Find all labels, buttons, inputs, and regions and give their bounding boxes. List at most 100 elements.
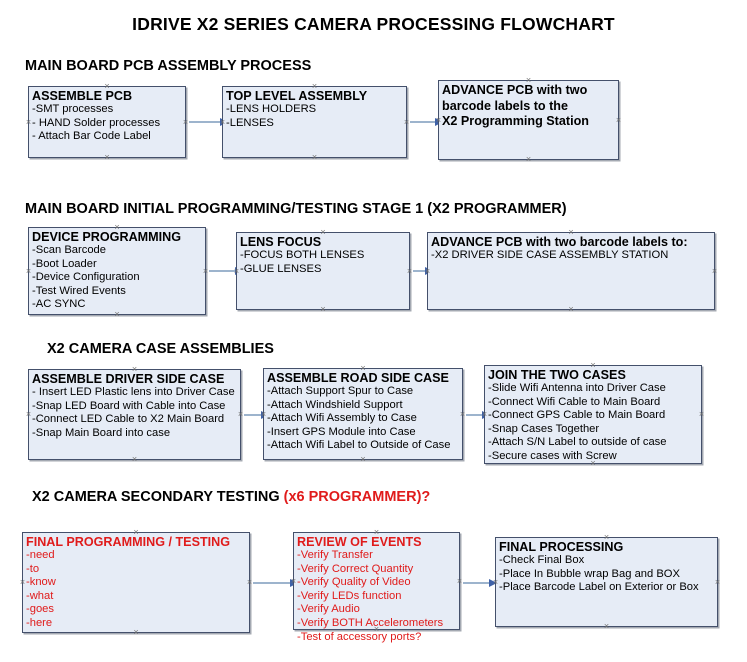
node-assemble-driver-side-case[interactable]: ASSEMBLE DRIVER SIDE CASE - Insert LED P… — [25, 365, 243, 464]
node-title-line-2: barcode labels to the — [442, 98, 568, 113]
node-line: -Boot Loader — [32, 257, 97, 270]
node-line: - Attach Bar Code Label — [32, 130, 151, 143]
section-header-4-text: X2 CAMERA SECONDARY TESTING — [32, 489, 284, 505]
node-line: -Connect LED Cable to X2 Main Board — [32, 413, 225, 426]
connector-arrow — [209, 266, 243, 275]
node-line: -Secure cases with Screw — [488, 449, 617, 462]
section-header-3-text: X2 CAMERA CASE ASSEMBLIES — [47, 341, 274, 357]
node-line: -Attach S/N Label to outside of case — [488, 436, 667, 449]
node-line: -SMT processes — [32, 103, 114, 115]
node-line: -Attach Support Spur to Case — [267, 385, 414, 397]
node-line: -AC SYNC — [32, 298, 86, 311]
node-line: -Verify BOTH Accelerometers — [297, 616, 444, 629]
connection-handle-bottom[interactable]: × — [603, 621, 610, 631]
node-line: -Scan Barcode — [32, 244, 107, 256]
node-line: -know — [26, 576, 56, 589]
node-title: JOIN THE TWO CASES — [488, 368, 626, 382]
node-line: -Device Configuration — [32, 271, 140, 284]
section-header-4-accent: (x6 PROGRAMMER)? — [283, 489, 431, 505]
connection-handle-bottom[interactable]: × — [360, 454, 366, 464]
connection-handle-left[interactable]: × — [25, 409, 32, 419]
connection-handle-right[interactable]: × — [711, 265, 718, 276]
section-header-2-text: MAIN BOARD INITIAL PROGRAMMING/TESTING S… — [25, 201, 567, 217]
node-title: ASSEMBLE ROAD SIDE CASE — [267, 371, 449, 385]
node-title: ADVANCE PCB with two barcode labels to: — [431, 235, 688, 249]
node-title: ASSEMBLE PCB — [32, 89, 133, 103]
node-top-level-assembly[interactable]: TOP LEVEL ASSEMBLY -LENS HOLDERS -LENSES… — [220, 82, 409, 162]
node-line: -Connect GPS Cable to Main Board — [488, 409, 666, 422]
node-line: -Attach Wifi Assembly to Case — [267, 412, 417, 425]
node-title: ADVANCE PCB with two — [442, 83, 588, 97]
node-assemble-pcb[interactable]: ASSEMBLE PCB -SMT processes - HAND Solde… — [25, 82, 188, 162]
node-title: TOP LEVEL ASSEMBLY — [226, 89, 368, 103]
node-join-the-two-cases[interactable]: JOIN THE TWO CASES -Slide Wifi Antenna i… — [482, 361, 704, 468]
node-line: -to — [26, 562, 40, 575]
connection-handle-left[interactable]: × — [25, 265, 32, 276]
node-line: -Check Final Box — [499, 554, 585, 566]
node-title: DEVICE PROGRAMMING — [32, 230, 182, 244]
node-advance-pcb-programming-station[interactable]: ADVANCE PCB with two barcode labels to t… — [436, 76, 621, 164]
connection-handle-bottom[interactable]: × — [131, 454, 138, 464]
node-line: - Insert LED Plastic lens into Driver Ca… — [32, 386, 235, 398]
node-line: -here — [26, 616, 53, 629]
connection-handle-bottom[interactable]: × — [311, 152, 318, 162]
node-line: -LENS HOLDERS — [226, 103, 317, 115]
node-line: -Verify LEDs function — [297, 589, 402, 602]
page-title: IDRIVE X2 SERIES CAMERA PROCESSING FLOWC… — [132, 14, 615, 34]
node-title: REVIEW OF EVENTS — [297, 535, 422, 549]
node-assemble-road-side-case[interactable]: ASSEMBLE ROAD SIDE CASE -Attach Support … — [261, 364, 465, 464]
connection-handle-left[interactable]: × — [19, 577, 26, 587]
connector-arrow — [253, 578, 298, 587]
connection-handle-left[interactable]: × — [25, 116, 32, 127]
node-line: -Attach Windshield Support — [267, 398, 403, 411]
node-line: -goes — [26, 603, 54, 616]
node-line: -Verify Quality of Video — [297, 576, 411, 589]
node-line: -need — [26, 549, 55, 561]
connector-arrow — [466, 410, 490, 419]
connection-handle-bottom[interactable]: × — [104, 152, 110, 162]
node-line: -Place In Bubble wrap Bag and BOX — [499, 567, 680, 580]
node-review-of-events[interactable]: REVIEW OF EVENTS -Verify Transfer -Verif… — [291, 528, 462, 643]
connector-arrow — [244, 410, 269, 419]
node-title: FINAL PROCESSING — [499, 540, 624, 554]
node-line: -Verify Audio — [297, 603, 360, 616]
connection-handle-bottom[interactable]: × — [568, 304, 574, 314]
node-title-line-3: X2 Programming Station — [442, 114, 589, 128]
node-line: -Snap Main Board into case — [32, 426, 171, 439]
section-header-4: X2 CAMERA SECONDARY TESTING (x6 PROGRAMM… — [32, 489, 430, 505]
node-line: -Insert GPS Module into Case — [267, 425, 416, 438]
node-advance-pcb-case-assembly[interactable]: ADVANCE PCB with two barcode labels to: … — [425, 228, 718, 314]
section-header-2: MAIN BOARD INITIAL PROGRAMMING/TESTING S… — [25, 201, 567, 217]
section-header-3: X2 CAMERA CASE ASSEMBLIES — [47, 341, 274, 357]
node-line: -Verify Transfer — [297, 549, 373, 561]
node-device-programming[interactable]: DEVICE PROGRAMMING -Scan Barcode -Boot L… — [25, 223, 208, 319]
section-header-1: MAIN BOARD PCB ASSEMBLY PROCESS — [25, 58, 311, 74]
node-line: -FOCUS BOTH LENSES — [240, 249, 365, 261]
connection-handle-bottom[interactable]: × — [525, 154, 532, 164]
node-title: ASSEMBLE DRIVER SIDE CASE — [32, 372, 225, 386]
node-line: -GLUE LENSES — [240, 262, 322, 275]
connection-handle-bottom[interactable]: × — [320, 304, 326, 314]
node-line: -Snap Cases Together — [488, 422, 600, 435]
node-line: -Verify Correct Quantity — [297, 562, 414, 575]
node-line: - HAND Solder processes — [32, 116, 161, 129]
node-line: -Attach Wifi Label to Outside of Case — [267, 439, 451, 452]
node-line: -Slide Wifi Antenna into Driver Case — [488, 382, 666, 394]
node-title: FINAL PROGRAMMING / TESTING — [26, 535, 231, 549]
node-line: -Place Barcode Label on Exterior or Box — [499, 581, 699, 594]
connector-arrow — [413, 266, 433, 275]
node-line: -LENSES — [226, 116, 274, 129]
connector-arrow — [189, 117, 228, 126]
connector-arrow — [463, 578, 497, 587]
arrowhead-icon — [489, 578, 497, 587]
connection-handle-bottom[interactable]: × — [114, 309, 120, 319]
node-final-programming-testing[interactable]: FINAL PROGRAMMING / TESTING -need -to -k… — [19, 528, 252, 637]
node-line: -X2 DRIVER SIDE CASE ASSEMBLY STATION — [431, 249, 669, 261]
node-lens-focus[interactable]: LENS FOCUS -FOCUS BOTH LENSES -GLUE LENS… — [234, 228, 412, 314]
node-final-processing[interactable]: FINAL PROCESSING -Check Final Box -Place… — [493, 533, 720, 631]
node-line: -Connect Wifi Cable to Main Board — [488, 395, 661, 408]
connector-arrow — [410, 117, 443, 126]
section-header-1-text: MAIN BOARD PCB ASSEMBLY PROCESS — [25, 58, 312, 74]
node-line: -Snap LED Board with Cable into Case — [32, 399, 226, 412]
